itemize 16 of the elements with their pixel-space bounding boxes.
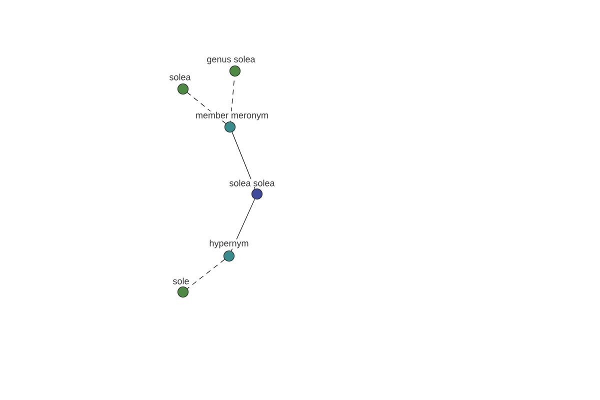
graph-node (177, 286, 189, 298)
graph-node (224, 121, 236, 133)
connector-line (187, 259, 225, 289)
graph-node (223, 250, 235, 262)
graph-node (177, 83, 189, 95)
node-label: hypernym (208, 239, 250, 249)
node-label: solea (168, 73, 192, 81)
connector-line (232, 132, 256, 190)
node-label: solea solea (228, 179, 276, 187)
graph-node (251, 188, 263, 200)
node-label: sole (172, 277, 190, 285)
node-label: member meronym (194, 111, 270, 121)
connector-line (230, 76, 235, 122)
connector-line (187, 92, 226, 124)
graph-node (229, 65, 241, 77)
node-label: genus solea (206, 55, 256, 65)
